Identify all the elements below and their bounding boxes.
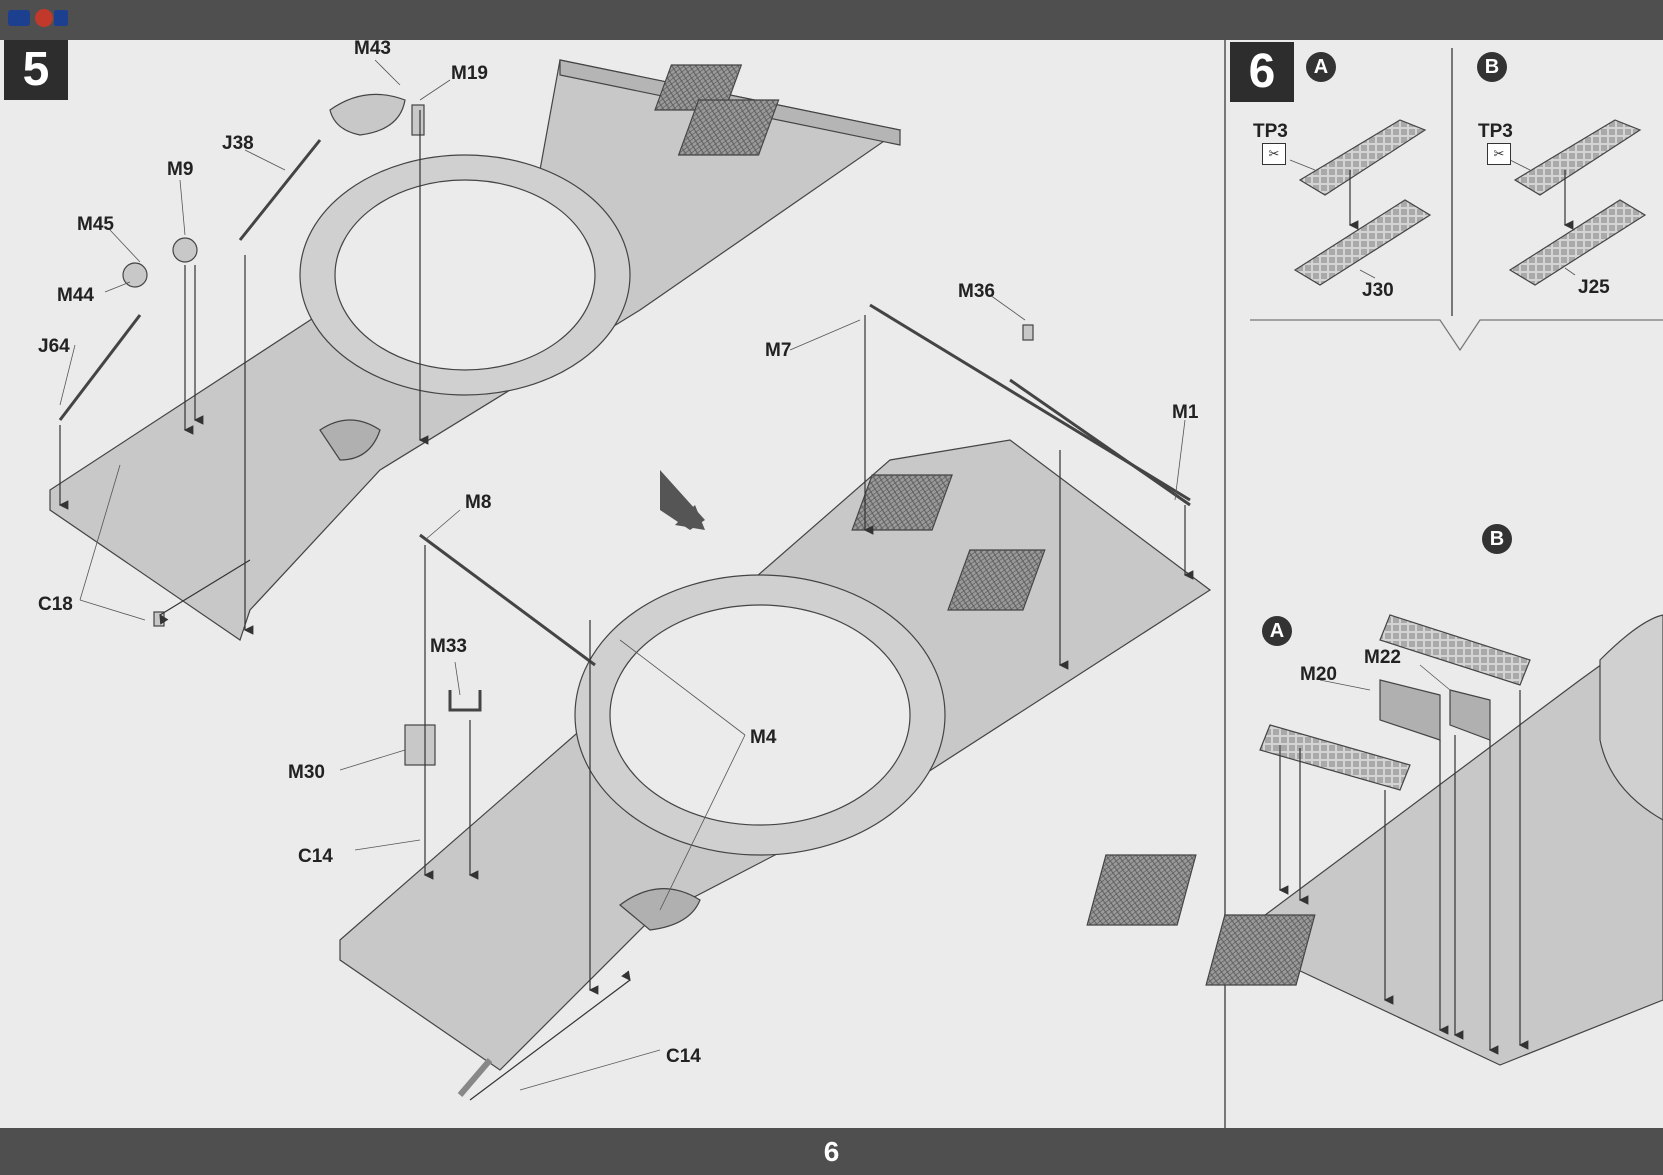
arrows-step6-assembly	[1278, 690, 1529, 1055]
assembly-b-badge: B	[1482, 524, 1512, 554]
parts-step5-result	[404, 303, 1191, 1097]
step6-assembly	[1086, 614, 1663, 1066]
label-C14-upper: C14	[298, 846, 333, 867]
hull-plate-step5-result	[339, 439, 1212, 1071]
label-J64: J64	[38, 336, 70, 357]
label-M1: M1	[1172, 402, 1199, 423]
label-C18: C18	[38, 594, 73, 615]
logo-icon	[4, 4, 70, 34]
variant-a-badge: A	[1306, 52, 1336, 82]
leader-lines-step5	[59, 59, 451, 621]
label-M8: M8	[465, 492, 492, 513]
label-M43: M43	[354, 38, 391, 59]
label-J25: J25	[1578, 277, 1610, 298]
leader-lines-step5-result	[339, 294, 1186, 1091]
assembly-a-badge: A	[1262, 616, 1292, 646]
step-6-badge: 6	[1230, 42, 1294, 102]
label-M44: M44	[57, 285, 94, 306]
variant-b-badge: B	[1477, 52, 1507, 82]
hull-plate-step5	[49, 59, 902, 641]
panel-divider	[1224, 40, 1226, 1128]
top-bar	[0, 0, 1663, 40]
label-J30: J30	[1362, 280, 1394, 301]
label-M4: M4	[750, 727, 777, 748]
page-number: 6	[823, 1136, 840, 1167]
label-M33: M33	[430, 636, 467, 657]
mesh-cut-icon-a: ✂	[1262, 143, 1286, 165]
label-J38: J38	[222, 133, 254, 154]
label-TP3-a: TP3	[1253, 121, 1288, 142]
bottom-bar	[0, 1128, 1663, 1175]
arrows-step5	[58, 110, 429, 635]
label-C14-lower: C14	[666, 1046, 701, 1067]
arrows-step5-result	[423, 315, 1194, 1101]
label-M36: M36	[958, 281, 995, 302]
label-M19: M19	[451, 63, 488, 84]
direction-arrow	[660, 470, 705, 530]
variant-divider	[1451, 48, 1453, 316]
label-M30: M30	[288, 762, 325, 783]
step6-variants	[1250, 119, 1663, 352]
leader-lines-step6	[1289, 159, 1576, 691]
arrows-step6-variants	[1348, 170, 1574, 230]
label-M22: M22	[1364, 647, 1401, 668]
label-M7: M7	[765, 340, 792, 361]
label-M9: M9	[167, 159, 194, 180]
parts-step5	[58, 93, 425, 627]
label-M45: M45	[77, 214, 114, 235]
label-M20: M20	[1300, 664, 1337, 685]
mesh-cut-icon-b: ✂	[1487, 143, 1511, 165]
step-5-badge: 5	[4, 40, 68, 100]
label-TP3-b: TP3	[1478, 121, 1513, 142]
